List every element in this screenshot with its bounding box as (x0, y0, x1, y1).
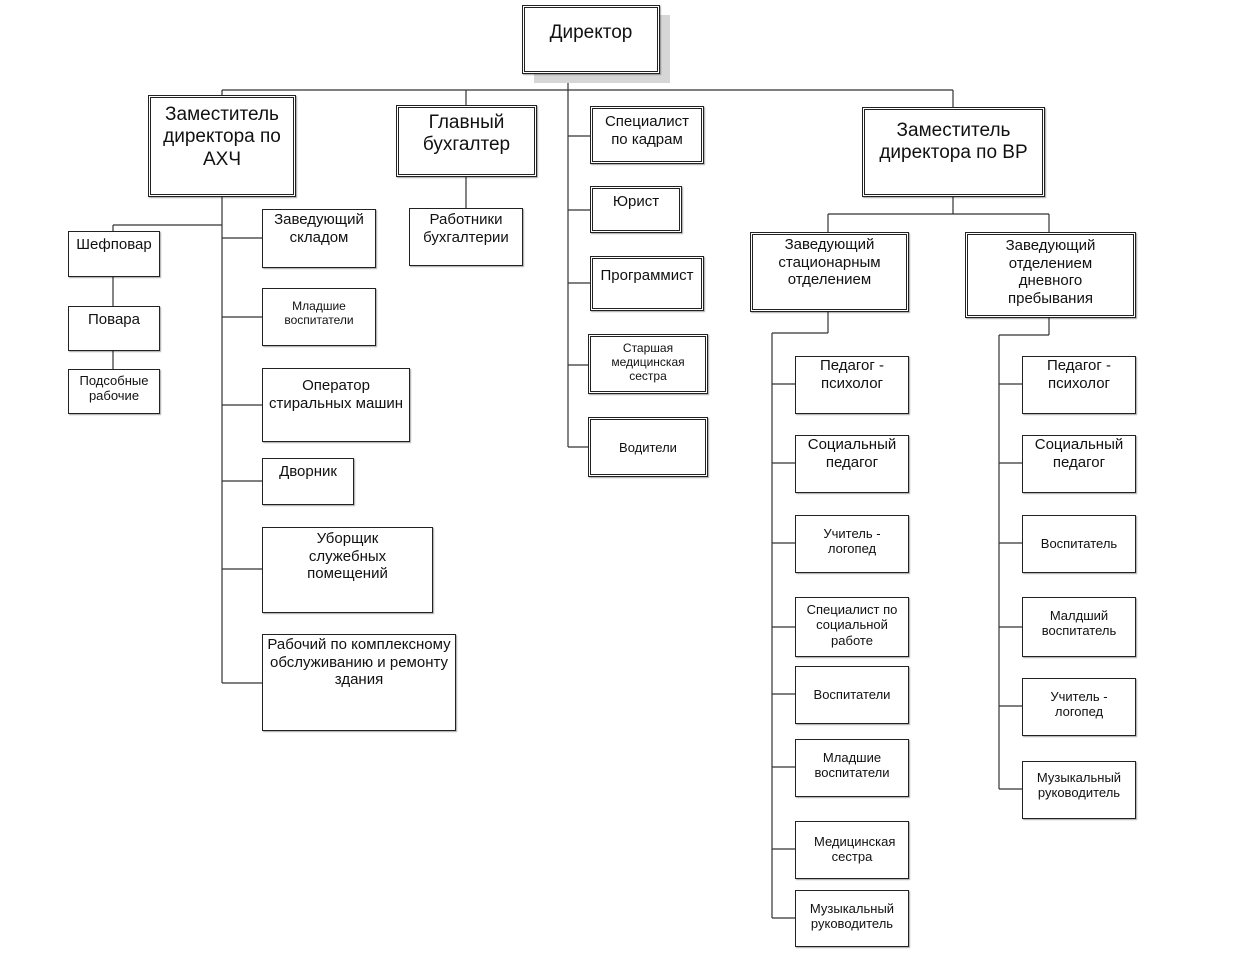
inpatient-staff-label: Медицинская сестра (814, 834, 896, 865)
inpatient-staff-label: Воспитатели (813, 687, 891, 702)
washing-operator-box: Оператор стиральных машин (262, 368, 410, 442)
maintenance-worker-label: Рабочий по комплексному обслуживанию и р… (267, 636, 451, 689)
aux-workers-label: Подсобные рабочие (79, 373, 149, 404)
daycare-staff-label: Учитель - логопед (1050, 689, 1108, 720)
daycare-staff-label: Воспитатель (1040, 536, 1118, 551)
office-cleaner-box: Уборщик служебных помещений (262, 527, 433, 613)
chief-accountant-label: Главный бухгалтер (422, 112, 511, 156)
inpatient-staff-box: Воспитатели (795, 666, 909, 724)
accounting-staff-box: Работники бухгалтерии (409, 208, 523, 266)
inpatient-staff-box: Медицинская сестра (795, 821, 909, 879)
accounting-staff-label: Работники бухгалтерии (423, 211, 509, 246)
daycare-staff-box: Малдший воспитатель (1022, 597, 1136, 657)
washing-operator-label: Оператор стиральных машин (268, 377, 404, 412)
head-daycare-box: Заведующий отделением дневного пребывани… (965, 232, 1136, 318)
office-cleaner-label: Уборщик служебных помещений (307, 530, 388, 583)
head-chef-label: Шефповар (76, 236, 152, 253)
inpatient-staff-box: Специалист по социальной работе (795, 597, 909, 657)
inpatient-staff-box: Младшие воспитатели (795, 739, 909, 797)
inpatient-staff-label: Учитель - логопед (823, 526, 881, 557)
programmer-box: Программист (590, 256, 704, 311)
lawyer-label: Юрист (612, 193, 660, 210)
director-box: Директор (522, 5, 660, 74)
aux-workers-box: Подсобные рабочие (68, 369, 160, 414)
inpatient-staff-label: Специалист по социальной работе (806, 602, 898, 648)
inpatient-staff-box: Педагог - психолог (795, 356, 909, 414)
janitor-label: Дворник (279, 463, 337, 480)
senior-nurse-box: Старшая медицинская сестра (588, 334, 708, 394)
warehouse-head-box: Заведующий складом (262, 209, 376, 268)
head-inpatient-box: Заведующий стационарным отделением (750, 232, 909, 312)
inpatient-staff-box: Социальный педагог (795, 435, 909, 493)
inpatient-staff-box: Учитель - логопед (795, 515, 909, 573)
inpatient-staff-label: Педагог - психолог (819, 357, 884, 392)
head-inpatient-label: Заведующий стационарным отделением (778, 236, 881, 289)
junior-educators-ahch-box: Младшие воспитатели (262, 288, 376, 346)
daycare-staff-box: Музыкальный руководитель (1022, 761, 1136, 819)
drivers-label: Водители (619, 440, 677, 455)
inpatient-staff-box: Музыкальный руководитель (795, 890, 909, 947)
cooks-box: Повара (68, 306, 160, 351)
maintenance-worker-box: Рабочий по комплексному обслуживанию и р… (262, 634, 456, 731)
janitor-box: Дворник (262, 458, 354, 505)
hr-specialist-label: Специалист по кадрам (604, 113, 690, 148)
inpatient-staff-label: Младшие воспитатели (814, 750, 890, 781)
deputy-ahch-label: Заместитель директора по АХЧ (163, 104, 281, 170)
director-label: Директор (549, 22, 633, 43)
daycare-staff-box: Социальный педагог (1022, 435, 1136, 493)
inpatient-staff-label: Музыкальный руководитель (809, 901, 895, 932)
senior-nurse-label: Старшая медицинская сестра (611, 341, 685, 384)
drivers-box: Водители (588, 417, 708, 477)
daycare-staff-label: Социальный педагог (1034, 436, 1124, 471)
daycare-staff-box: Учитель - логопед (1022, 678, 1136, 736)
daycare-staff-label: Педагог - психолог (1046, 357, 1111, 392)
inpatient-staff-label: Социальный педагог (807, 436, 897, 471)
hr-specialist-box: Специалист по кадрам (590, 106, 704, 164)
daycare-staff-box: Педагог - психолог (1022, 356, 1136, 414)
daycare-staff-label: Музыкальный руководитель (1036, 770, 1122, 801)
programmer-label: Программист (600, 267, 694, 284)
deputy-vr-label: Заместитель директора по ВР (879, 120, 1028, 164)
head-chef-box: Шефповар (68, 231, 160, 277)
deputy-ahch-box: Заместитель директора по АХЧ (148, 95, 296, 197)
chief-accountant-box: Главный бухгалтер (396, 105, 537, 177)
warehouse-head-label: Заведующий складом (274, 211, 364, 246)
cooks-label: Повара (88, 311, 140, 328)
head-daycare-label: Заведующий отделением дневного пребывани… (1005, 237, 1096, 308)
deputy-vr-box: Заместитель директора по ВР (862, 107, 1045, 197)
lawyer-box: Юрист (590, 186, 682, 233)
junior-educators-ahch-label: Младшие воспитатели (284, 299, 354, 328)
daycare-staff-label: Малдший воспитатель (1041, 608, 1117, 639)
daycare-staff-box: Воспитатель (1022, 515, 1136, 573)
